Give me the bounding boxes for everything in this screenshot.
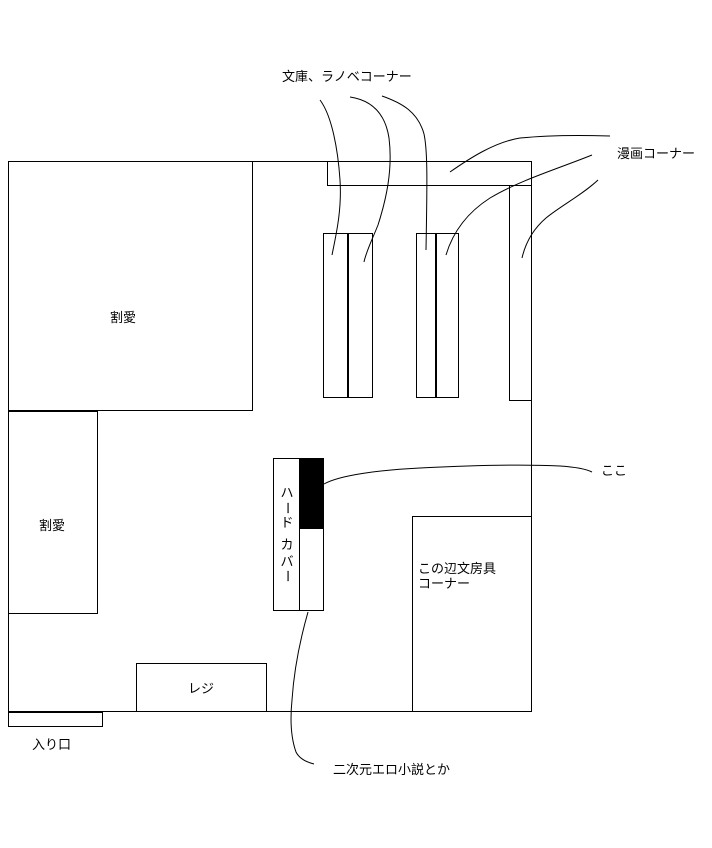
svg-text:カ: カ [280,538,293,553]
label-manga-corner: 漫画コーナー [617,147,695,162]
callout-manga-3 [521,179,599,259]
svg-text:ド: ド [280,516,293,531]
label-register: レジ [188,682,214,697]
callout-bunko-3 [381,95,428,251]
shelf-hardcover [273,458,300,611]
highlight-here-block [299,458,324,529]
label-kowari-top: 割愛 [110,310,136,326]
section-top-left [8,161,253,411]
svg-text:バ: バ [280,555,293,570]
callout-bunko-2 [349,96,391,263]
shelf-bunko-2a [416,233,436,398]
svg-text:ー: ー [279,501,294,514]
label-nijigen: 二次元エロ小説とか [333,762,450,778]
label-stationery-1: この辺文房具 [418,561,496,577]
label-bunko-corner: 文庫、ラノベコーナー [282,70,412,85]
shelf-bunko-2b [436,233,459,398]
entrance-mat [8,712,103,727]
svg-text:ハ: ハ [280,486,293,501]
section-stationery [412,516,532,712]
callout-bunko-1 [319,99,341,256]
callout-manga-2 [445,154,593,256]
label-koko: ここ [601,464,627,479]
shelf-top-horizontal [327,161,532,186]
shelf-right-vertical [509,185,532,401]
callout-nijigen [290,611,315,765]
section-mid-left [8,411,98,614]
label-entrance: 入り口 [32,738,71,753]
register-counter [136,663,267,712]
label-kowari-mid: 割愛 [39,518,65,534]
label-hardcover-vertical: ハ ー ド カ バ ー [279,486,294,583]
label-stationery-2: コーナー [418,577,470,592]
callout-manga-1 [449,134,611,173]
callout-koko [323,464,593,485]
shelf-bunko-1a [323,233,348,398]
svg-text:ー: ー [279,569,294,582]
shelf-bunko-1b [348,233,373,398]
